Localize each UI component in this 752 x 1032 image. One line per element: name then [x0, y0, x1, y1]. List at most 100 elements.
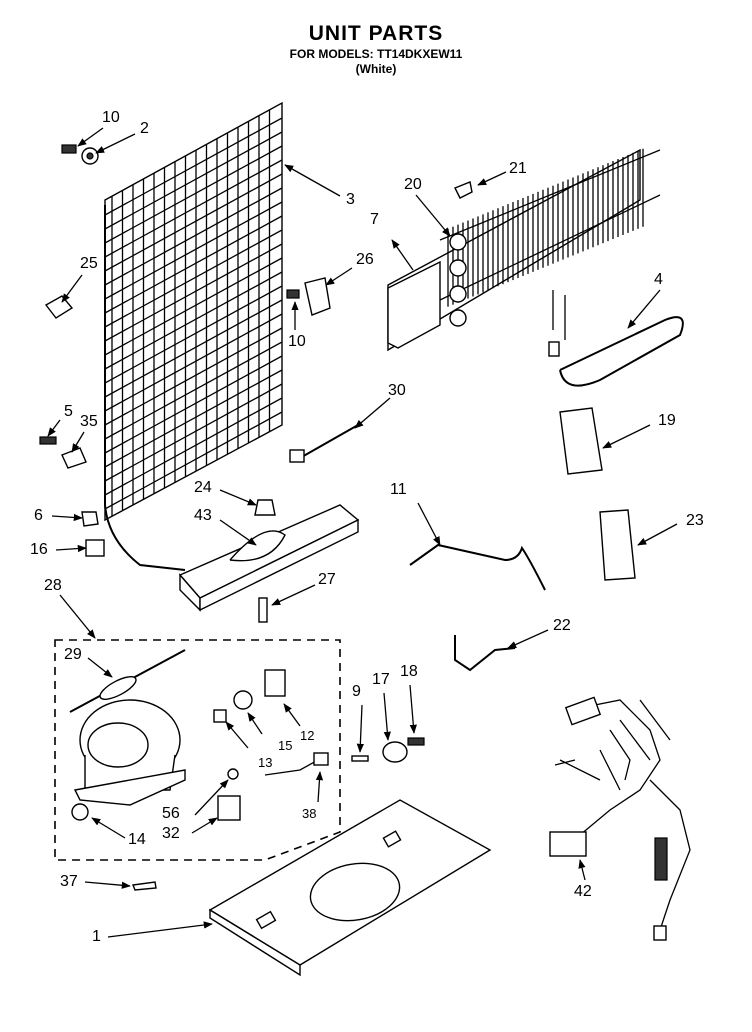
callout-23: 23 [686, 512, 704, 529]
leader-12 [283, 703, 301, 727]
leader-27 [271, 584, 316, 606]
condenser-tube-pass [104, 313, 283, 412]
leader-6 [51, 513, 83, 522]
callout-14: 14 [128, 831, 146, 848]
drain-tube [258, 597, 268, 623]
leader-13 [225, 721, 249, 749]
callout-19: 19 [658, 412, 676, 429]
callout-37: 37 [60, 873, 78, 890]
callout-25: 25 [80, 255, 98, 272]
leader-42 [578, 859, 586, 881]
condenser-tube-pass [104, 173, 283, 272]
evaporator-return-bend [449, 233, 467, 251]
harness-38 [264, 752, 329, 776]
condenser-clip [44, 295, 74, 319]
condenser-tube-pass [104, 397, 283, 496]
clip-35 [61, 447, 87, 469]
tube-22 [454, 635, 516, 672]
grommet-14 [71, 803, 89, 821]
overload-15 [233, 690, 253, 710]
leader-23 [637, 523, 678, 546]
callout-9: 9 [352, 683, 361, 700]
leader-21 [477, 171, 507, 186]
compressor-base-plate [208, 799, 492, 977]
condenser-tube [104, 205, 186, 571]
leader-37 [84, 881, 131, 889]
callout-4: 4 [654, 271, 663, 288]
heater-leads [552, 290, 566, 340]
leader-14 [91, 817, 126, 839]
leader-25 [61, 274, 83, 303]
condenser-coil [104, 101, 283, 571]
callout-21: 21 [509, 160, 527, 177]
callout-12: 12 [300, 728, 315, 743]
callout-17: 17 [372, 671, 390, 688]
callout-27: 27 [318, 571, 336, 588]
wire-harness [549, 696, 691, 941]
clip-37 [132, 881, 157, 891]
leader-18 [409, 684, 417, 734]
leader-9 [356, 704, 364, 753]
filter-drier [99, 676, 137, 700]
callout-42: 42 [574, 883, 592, 900]
callout-18: 18 [400, 663, 418, 680]
callout-11: 11 [390, 481, 407, 498]
condenser-tube-pass [104, 215, 283, 314]
leader-26 [325, 267, 353, 286]
screw-56 [227, 768, 239, 780]
nut-24 [254, 499, 276, 516]
condenser-tube-pass [104, 369, 283, 468]
tube-30-fitting [289, 449, 305, 463]
condenser-tube-pass [104, 257, 283, 356]
clip-6 [81, 511, 99, 527]
condenser-tube-pass [104, 299, 283, 398]
tube-11 [409, 543, 546, 591]
leader-20 [415, 194, 451, 237]
evaporator-bracket [387, 260, 441, 349]
callout-10-bottom: 10 [288, 333, 306, 350]
condenser-tube-pass [104, 411, 283, 510]
model-color: (White) [355, 62, 397, 76]
clip-16 [85, 539, 105, 557]
leader-7 [391, 239, 414, 271]
screw-18 [407, 737, 425, 746]
drain-pan [178, 499, 360, 623]
evaporator-tube-bottom [439, 194, 661, 301]
callout-22: 22 [553, 617, 571, 634]
relay-12 [264, 669, 286, 697]
condenser-tube-pass [104, 341, 283, 440]
grommet [81, 147, 99, 165]
leader-2 [95, 133, 136, 154]
condenser-tube-pass [104, 117, 283, 216]
leader-30 [354, 397, 391, 429]
leader-28 [59, 594, 96, 639]
evaporator-coil [387, 148, 684, 387]
condenser-tube-pass [104, 327, 283, 426]
heater-terminal [548, 341, 560, 357]
leader-15 [247, 712, 263, 735]
leader-4 [627, 289, 661, 329]
condenser-tube-pass [104, 159, 283, 258]
capacitor-32 [217, 795, 241, 821]
evaporator-fins [447, 148, 644, 307]
condenser-grid [104, 109, 283, 517]
condenser-tube-pass [104, 201, 283, 300]
callout-15: 15 [278, 738, 293, 753]
evaporator-tube-top [439, 149, 661, 241]
mounting-screw [61, 144, 77, 154]
callout-56: 56 [162, 805, 180, 822]
callout-29: 29 [64, 646, 82, 663]
condenser-tube-pass [104, 145, 283, 244]
callout-26: 26 [356, 251, 374, 268]
leader-17 [383, 692, 391, 741]
callout-30: 30 [388, 382, 406, 399]
evaporator-clip [454, 181, 473, 199]
callout-13: 13 [258, 755, 273, 770]
callout-32: 32 [162, 825, 180, 842]
page-title: UNIT PARTS [308, 22, 444, 45]
grommet-17 [382, 741, 408, 763]
leader-16 [55, 544, 87, 553]
evaporator-return-bend [449, 259, 467, 277]
